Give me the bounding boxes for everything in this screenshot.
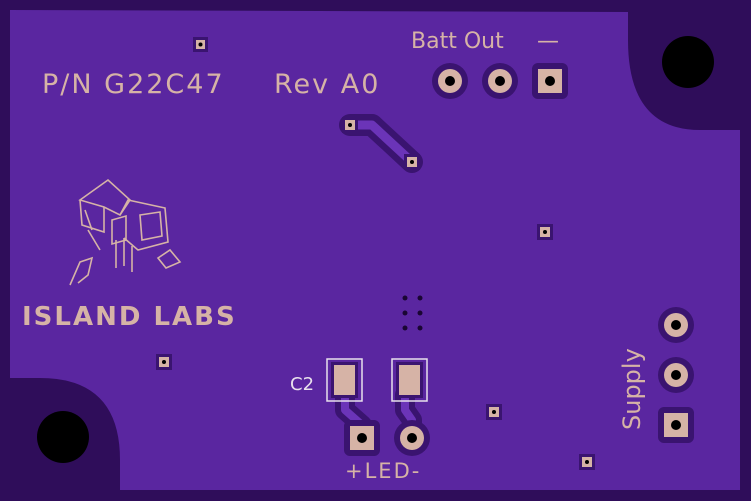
via-drill xyxy=(348,123,352,127)
via-grid xyxy=(402,295,423,331)
supply-drill-2 xyxy=(671,370,681,380)
vias xyxy=(156,37,595,470)
island-labs-logo-icon xyxy=(69,178,182,286)
supply-label: Supply xyxy=(618,348,646,430)
mounting-hole-top-right xyxy=(662,36,714,88)
copper-pour xyxy=(10,10,740,490)
c2-pad-left xyxy=(334,365,355,395)
grid-via xyxy=(417,325,423,331)
c2-outline-right xyxy=(391,358,428,402)
capacitor-c2 xyxy=(326,358,428,402)
batt-out-header xyxy=(432,63,568,99)
supply-drill-3 xyxy=(671,420,681,430)
led-drill-1 xyxy=(357,433,367,443)
via-drill xyxy=(162,360,166,364)
batt-out-polarity-label: — xyxy=(537,29,559,54)
batt-out-label: Batt Out xyxy=(411,29,504,54)
batt-drill-1 xyxy=(445,76,455,86)
via-drill xyxy=(492,410,496,414)
via-drill xyxy=(543,230,547,234)
supply-drill-1 xyxy=(671,320,681,330)
led-header xyxy=(344,420,430,456)
grid-via xyxy=(402,295,408,301)
mounting-hole-bottom-left xyxy=(37,411,89,463)
supply-header xyxy=(658,307,694,443)
grid-via xyxy=(402,310,408,316)
via-drill xyxy=(198,42,203,47)
led-label: +LED- xyxy=(345,459,421,483)
batt-drill-3 xyxy=(545,76,555,86)
via-drill xyxy=(585,460,589,464)
revision-label: Rev A0 xyxy=(274,69,380,100)
part-number-label: P/N G22C47 xyxy=(42,69,225,100)
via-drill xyxy=(410,160,414,164)
grid-via xyxy=(402,325,408,331)
grid-via xyxy=(417,295,423,301)
capacitor-reference-label: C2 xyxy=(290,374,314,395)
led-drill-2 xyxy=(407,433,417,443)
c2-pad-right xyxy=(399,365,420,395)
company-label: ISLAND LABS xyxy=(22,302,237,332)
c2-outline-left xyxy=(326,358,363,402)
grid-via xyxy=(417,310,423,316)
batt-drill-2 xyxy=(495,76,505,86)
